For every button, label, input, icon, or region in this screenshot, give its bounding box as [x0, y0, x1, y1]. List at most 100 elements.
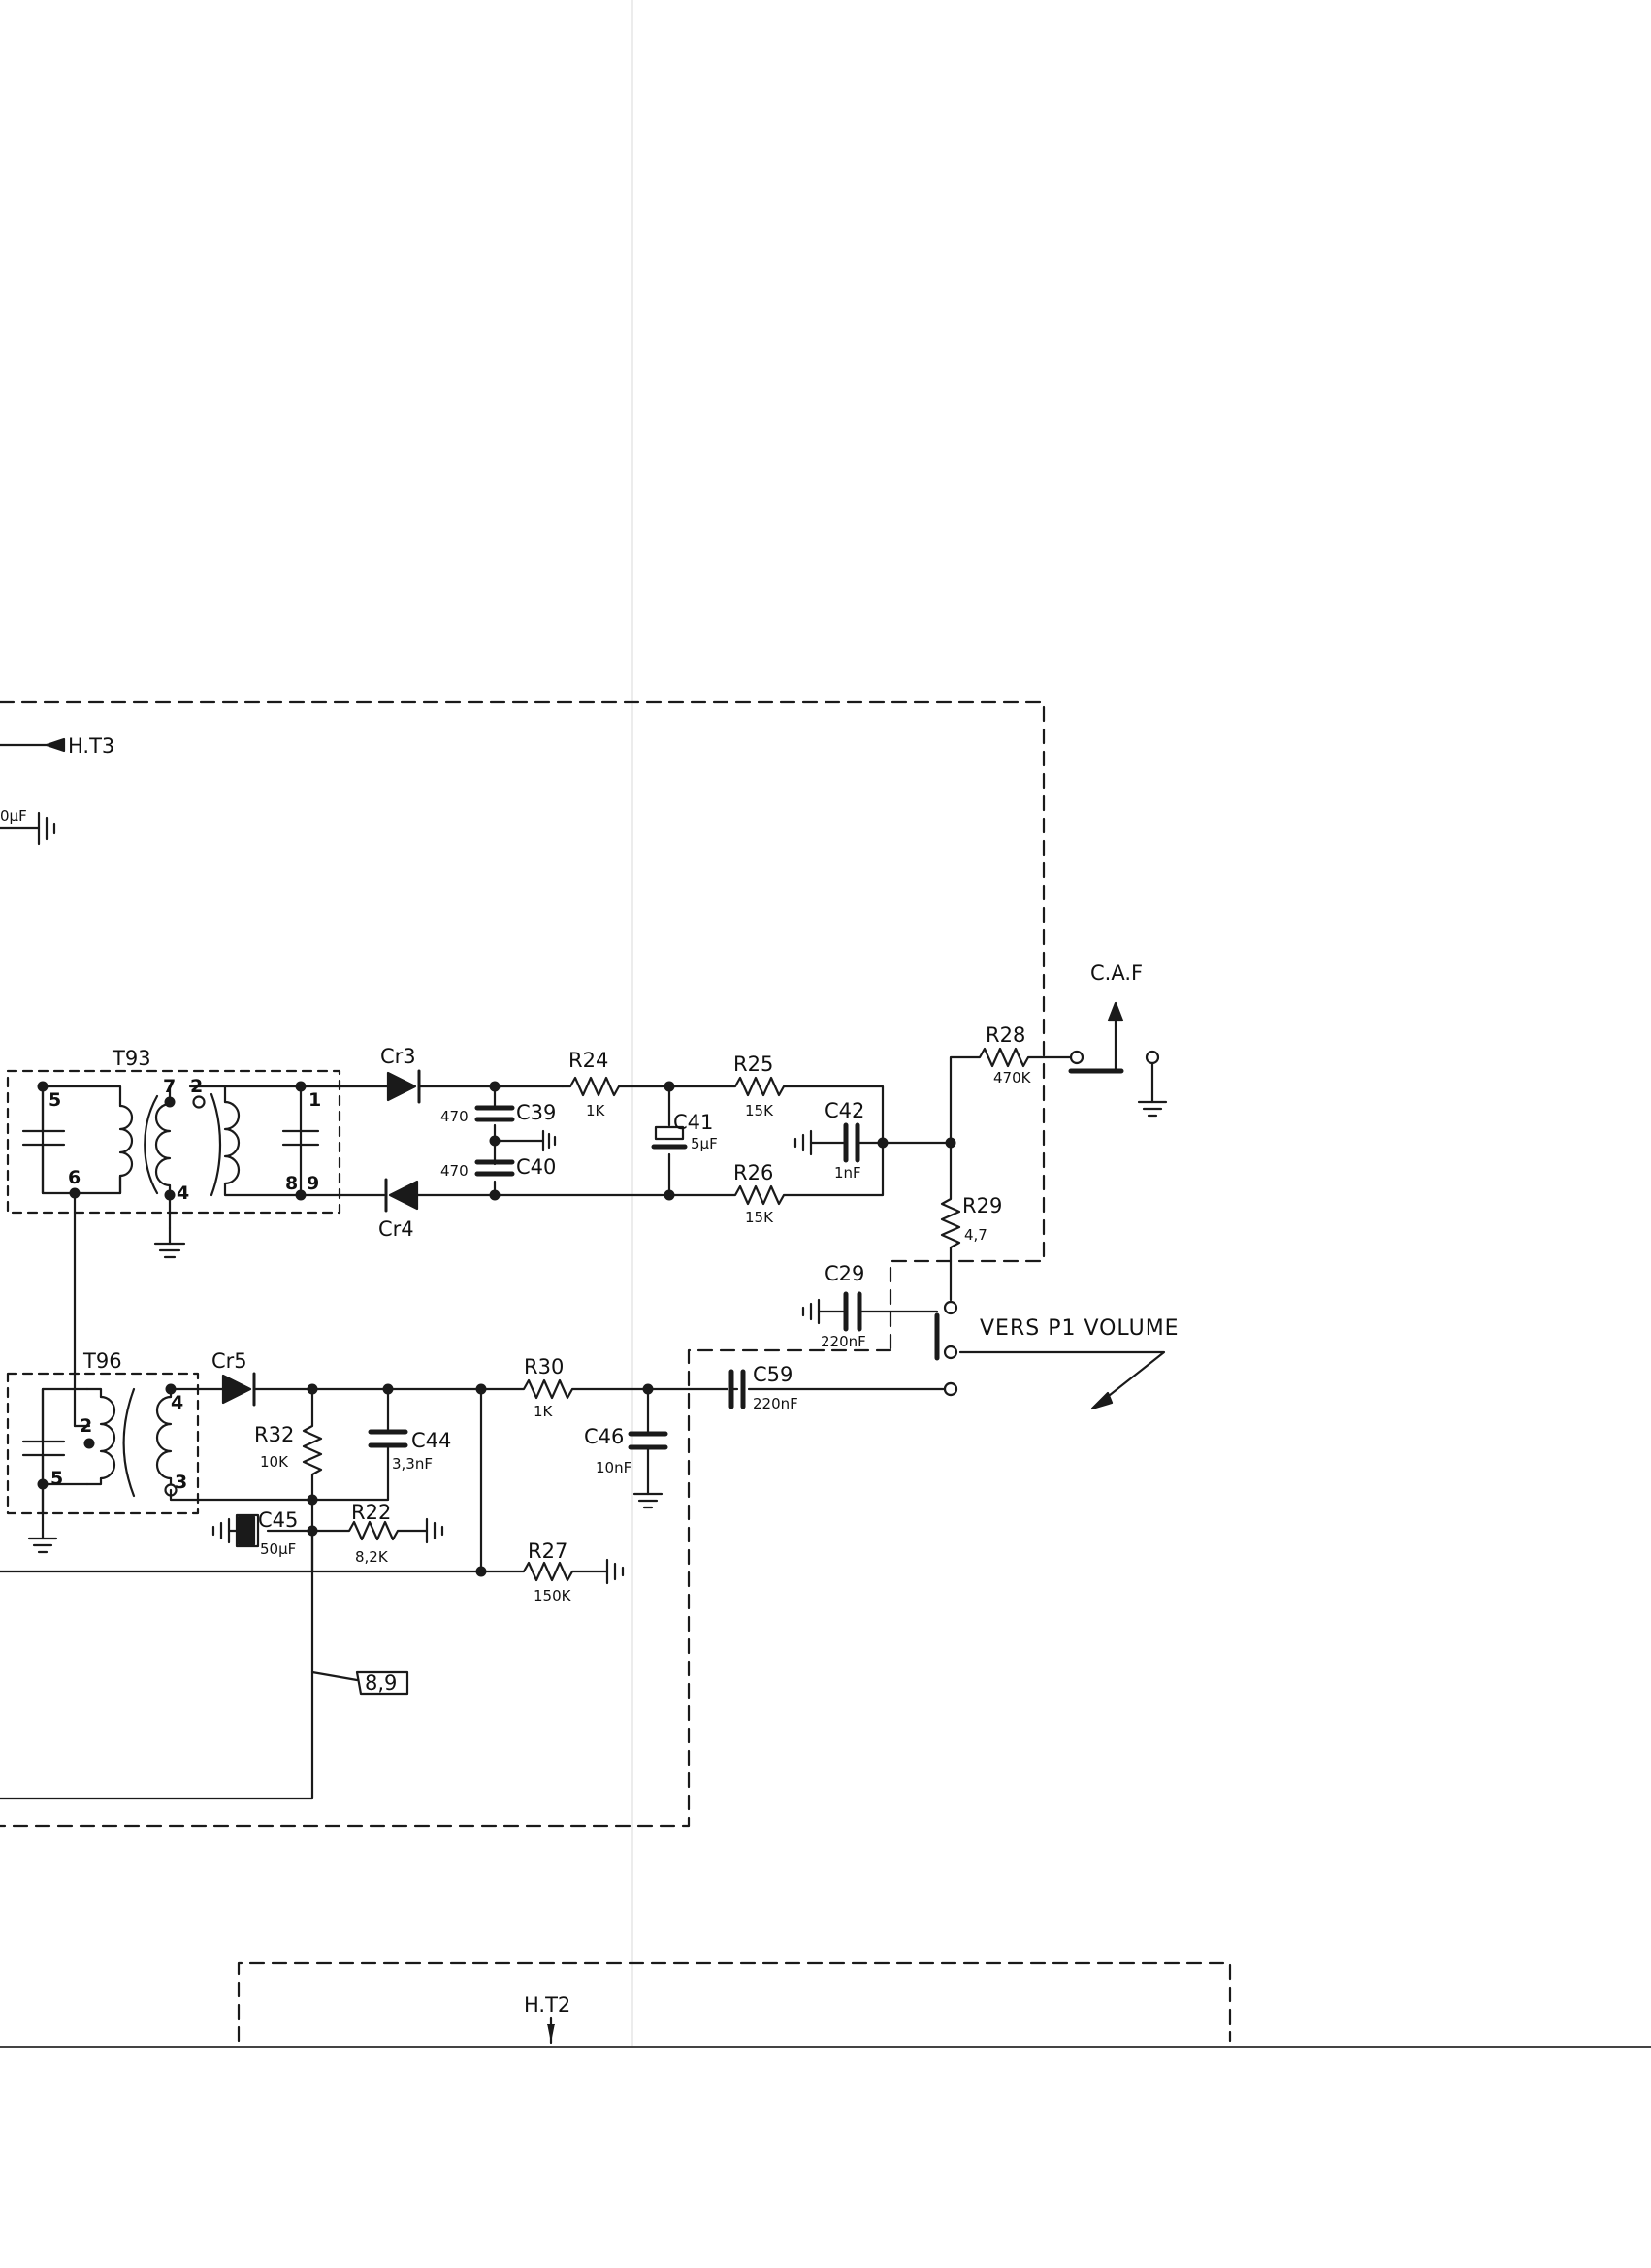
junction-r27-left: [475, 1566, 487, 1577]
junction-c42: [877, 1137, 889, 1149]
label-c46: C46: [584, 1425, 624, 1448]
label-ht2: H.T2: [524, 1993, 570, 2017]
label-c59: C59: [753, 1363, 793, 1386]
label-c29: C29: [825, 1262, 864, 1285]
cr3-diode: [386, 1071, 417, 1102]
label-cap-partial: 0µF: [0, 807, 27, 825]
t93-node-4: [164, 1189, 176, 1201]
label-c45: C45: [258, 1508, 298, 1532]
caf-ground-symbol: [1137, 1061, 1168, 1118]
label-r22: R22: [351, 1501, 391, 1524]
junction-c41-top: [664, 1081, 675, 1092]
label-c42: C42: [825, 1099, 864, 1122]
t93-ground-symbol: [153, 1226, 186, 1259]
cr4-diode: [388, 1180, 419, 1211]
label-r30-value: 1K: [534, 1403, 554, 1420]
label-caf: C.A.F: [1090, 961, 1143, 985]
caf-contact-left: [1069, 1050, 1084, 1065]
label-c44-value: 3,3nF: [392, 1455, 433, 1473]
junction-c39-mid: [489, 1135, 501, 1147]
pin-t93-7: 7: [163, 1076, 176, 1097]
label-ref-box: 8,9: [365, 1671, 397, 1695]
junction-c39-top: [489, 1081, 501, 1092]
r24-resistor: [561, 1076, 671, 1097]
ref-tag-pointer: [310, 1670, 359, 1682]
c45-capacitor: [237, 1515, 256, 1546]
c41-capacitor: [654, 1125, 685, 1141]
c45-ground-symbol: [211, 1517, 231, 1544]
junction-c44-top: [382, 1383, 394, 1395]
junction-r32-bottom: [307, 1494, 318, 1506]
label-r22-value: 8,2K: [355, 1548, 389, 1566]
label-r32-value: 10K: [260, 1453, 289, 1471]
label-c39-value: 470: [440, 1108, 469, 1125]
label-r28-value: 470K: [993, 1069, 1032, 1086]
junction-r28-r29: [945, 1137, 956, 1149]
r27-ground-symbol: [605, 1558, 625, 1585]
pin-t93-4: 4: [177, 1183, 189, 1204]
junction-c41-bottom: [664, 1189, 675, 1201]
label-c45-value: 50µF: [260, 1540, 296, 1558]
t96-return-wire: [169, 1488, 314, 1502]
label-c44: C44: [411, 1429, 451, 1452]
c39-ground-symbol: [541, 1129, 557, 1152]
pin-t93-8: 8: [285, 1173, 298, 1194]
junction-c40-bottom: [489, 1189, 501, 1201]
t96-node-2: [83, 1438, 95, 1449]
label-c59-value: 220nF: [753, 1395, 798, 1412]
label-t93: T93: [112, 1047, 151, 1070]
r27-resistor: [479, 1561, 609, 1582]
pin-t96-2: 2: [80, 1415, 92, 1437]
c44-wire: [310, 1387, 390, 1502]
caf-contact-right: [1145, 1050, 1160, 1065]
label-r30: R30: [524, 1355, 564, 1378]
caf-arrow: [1107, 1001, 1124, 1022]
label-cr5: Cr5: [211, 1349, 247, 1373]
label-c41: C41: [673, 1111, 713, 1134]
r29-resistor: [940, 1141, 961, 1302]
volume-pointer-line: [958, 1350, 1166, 1405]
label-c41-value: 5µF: [691, 1135, 718, 1152]
label-c46-value: 10nF: [596, 1459, 631, 1476]
t93-node-5: [37, 1081, 49, 1092]
label-c39: C39: [516, 1101, 556, 1124]
pin-t93-9: 9: [307, 1173, 319, 1194]
label-cr3: Cr3: [380, 1045, 416, 1068]
r22-ground-symbol: [425, 1517, 444, 1544]
r28-resistor: [949, 1047, 1073, 1145]
c42-ground-symbol: [793, 1129, 813, 1156]
pin-t96-3: 3: [175, 1472, 187, 1493]
label-c40: C40: [516, 1155, 556, 1179]
volume-pointer-arrow: [1090, 1391, 1114, 1410]
label-r25-value: 15K: [745, 1102, 774, 1119]
label-r24: R24: [568, 1049, 608, 1072]
label-r25: R25: [733, 1053, 773, 1076]
pin-t93-2: 2: [190, 1076, 203, 1097]
pin-t96-5: 5: [50, 1468, 63, 1489]
volume-contact-1: [943, 1300, 958, 1315]
dashed-module-outline-lower: [237, 1961, 1232, 2043]
r25-resistor: [667, 1076, 885, 1145]
c29-ground-symbol: [801, 1298, 821, 1325]
label-c40-value: 470: [440, 1162, 469, 1180]
pin-t93-6: 6: [68, 1167, 81, 1188]
cr5-diode: [221, 1374, 252, 1405]
label-r27-value: 150K: [534, 1587, 572, 1604]
t96-node-5: [37, 1478, 49, 1490]
label-r27: R27: [528, 1539, 567, 1563]
label-r26: R26: [733, 1161, 773, 1184]
c59-output-contact: [943, 1381, 958, 1397]
label-r32: R32: [254, 1423, 294, 1446]
ht3-arrow: [45, 737, 66, 753]
r30-resistor: [479, 1378, 729, 1400]
label-c42-value: 1nF: [834, 1164, 861, 1182]
label-t96: T96: [82, 1349, 122, 1373]
top-left-ground-symbol: [0, 811, 56, 846]
ref-tag-box: [355, 1670, 409, 1696]
dashed-module-outline-main: [0, 700, 1046, 1828]
t93-shield-box: [6, 1069, 341, 1215]
label-ht3: H.T3: [68, 734, 114, 758]
agc-vertical-wire: [0, 1529, 314, 1800]
label-c29-value: 220nF: [821, 1333, 866, 1350]
